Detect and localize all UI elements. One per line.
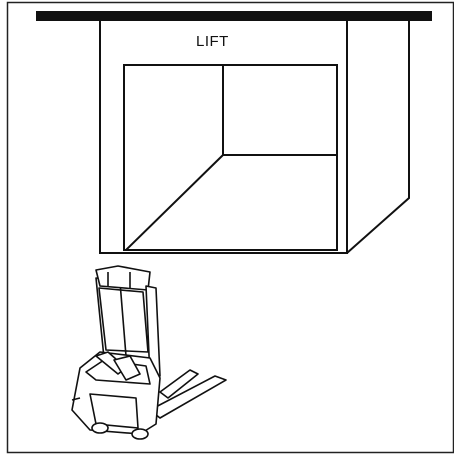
mast-post — [145, 285, 161, 379]
wheel-right — [131, 428, 149, 440]
lift-car — [99, 21, 410, 254]
lift-back-wall — [222, 65, 337, 156]
truck-battery-cover — [89, 393, 139, 429]
fork-rear — [159, 369, 199, 399]
mast-top — [95, 265, 151, 291]
lift-floor-edge — [125, 154, 224, 251]
top-beam — [36, 11, 432, 21]
lift-side-panel — [346, 21, 410, 254]
wheel-left — [91, 422, 109, 434]
lift-opening — [123, 64, 338, 251]
lift-label: LIFT — [196, 33, 229, 50]
stacker-truck — [71, 265, 227, 440]
figure-border — [6, 1, 454, 454]
